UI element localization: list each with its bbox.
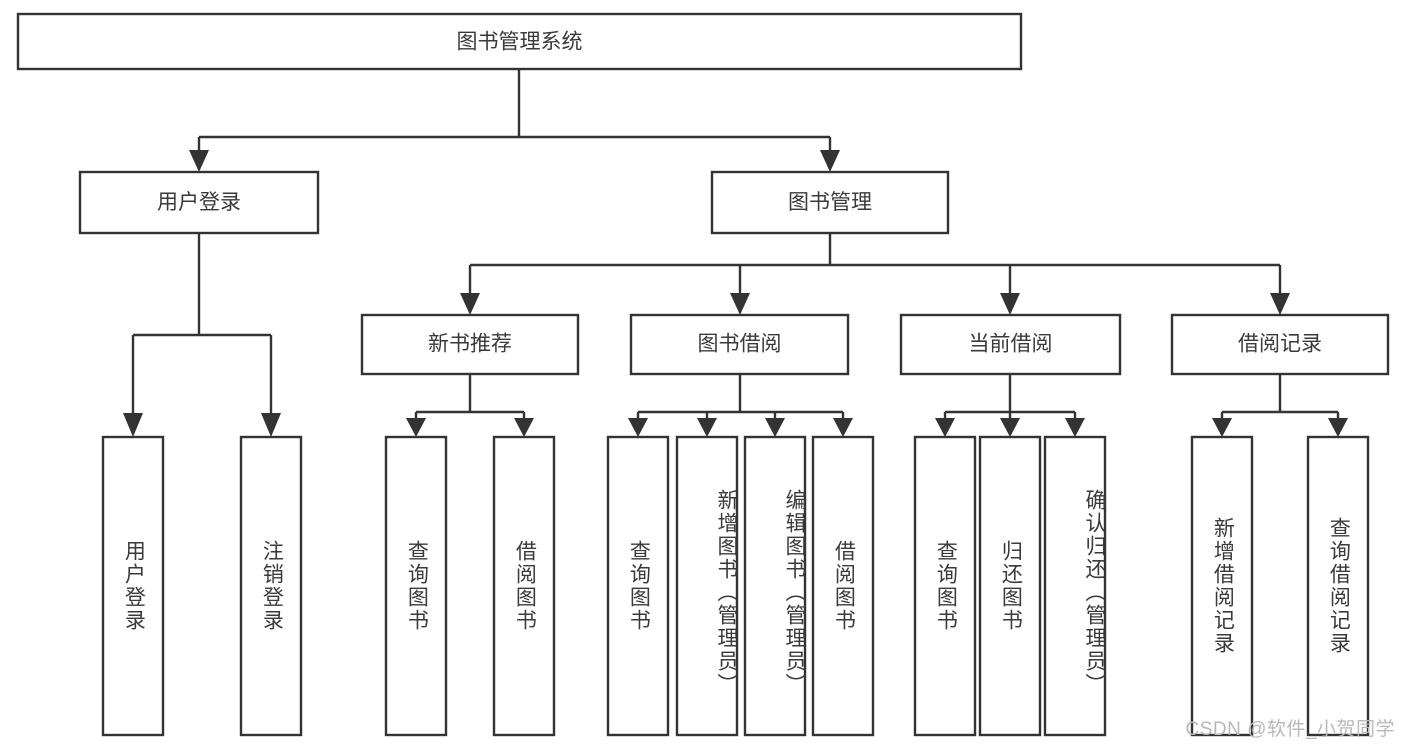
arrow-head-icon [123, 413, 143, 437]
arrow-head-icon [765, 418, 785, 437]
arrow-head-icon [406, 418, 426, 437]
arrow-head-icon [1065, 418, 1085, 437]
connector-bookmgmt-to-level3 [460, 233, 1290, 315]
arrow-head-icon [730, 293, 750, 315]
node-leaf-query-book-borrow[interactable] [606, 435, 670, 737]
node-label-book-management: 图书管理 [788, 191, 872, 214]
arrow-head-icon [261, 413, 281, 437]
arrow-head-icon [628, 418, 648, 437]
arrow-head-icon [1000, 293, 1020, 315]
node-leaf-add-book-admin[interactable] [675, 435, 739, 737]
node-current-borrow[interactable] [899, 313, 1122, 376]
node-label-borrow-record: 借阅记录 [1238, 333, 1322, 356]
node-leaf-logout-login[interactable] [239, 435, 303, 737]
node-leaf-add-borrow-record[interactable] [1190, 435, 1254, 737]
connector-userlogin-to-leaves [123, 233, 281, 437]
arrow-head-icon [514, 418, 534, 437]
node-label-current-borrow: 当前借阅 [969, 333, 1053, 356]
arrow-head-icon [697, 418, 717, 437]
connector-currentborrow-to-leaves [935, 374, 1085, 437]
node-leaf-query-borrow-record[interactable] [1306, 435, 1370, 737]
node-leaf-borrow-book[interactable] [811, 435, 875, 737]
connector-bookborrow-to-leaves [628, 374, 853, 437]
node-book-management-system[interactable] [16, 12, 1023, 71]
connector-newbook-to-leaves [406, 374, 534, 437]
arrow-head-icon [935, 418, 955, 437]
node-leaf-query-book-recommend[interactable] [384, 435, 448, 737]
node-new-book-recommend[interactable] [360, 313, 580, 376]
node-leaf-confirm-return-admin[interactable] [1043, 435, 1107, 737]
arrow-head-icon [833, 418, 853, 437]
watermark-text: CSDN @软件_小贺同学 [1185, 719, 1395, 740]
arrow-head-icon [1328, 418, 1348, 437]
connector-root-to-level2 [189, 69, 840, 172]
node-leaf-return-book[interactable] [978, 435, 1042, 737]
node-leaf-user-login[interactable] [101, 435, 165, 737]
arrow-head-icon [1212, 418, 1232, 437]
node-user-login[interactable] [78, 170, 320, 235]
node-label-new-book-recommend: 新书推荐 [428, 333, 512, 356]
connector-borrowrecord-to-leaves [1212, 374, 1348, 437]
node-label-user-login: 用户登录 [157, 191, 241, 214]
arrow-head-icon [460, 293, 480, 315]
node-leaf-query-book-current[interactable] [913, 435, 977, 737]
arrow-head-icon [820, 150, 840, 172]
node-leaf-borrow-book-recommend[interactable] [492, 435, 556, 737]
arrow-head-icon [1270, 293, 1290, 315]
node-book-management[interactable] [710, 170, 950, 235]
node-label-book-management-system: 图书管理系统 [457, 31, 583, 54]
node-borrow-record[interactable] [1170, 313, 1390, 376]
arrow-head-icon [1000, 418, 1020, 437]
node-label-book-borrow: 图书借阅 [698, 333, 782, 356]
node-leaf-edit-book-admin[interactable] [743, 435, 807, 737]
node-book-borrow[interactable] [629, 313, 850, 376]
arrow-head-icon [189, 150, 209, 172]
